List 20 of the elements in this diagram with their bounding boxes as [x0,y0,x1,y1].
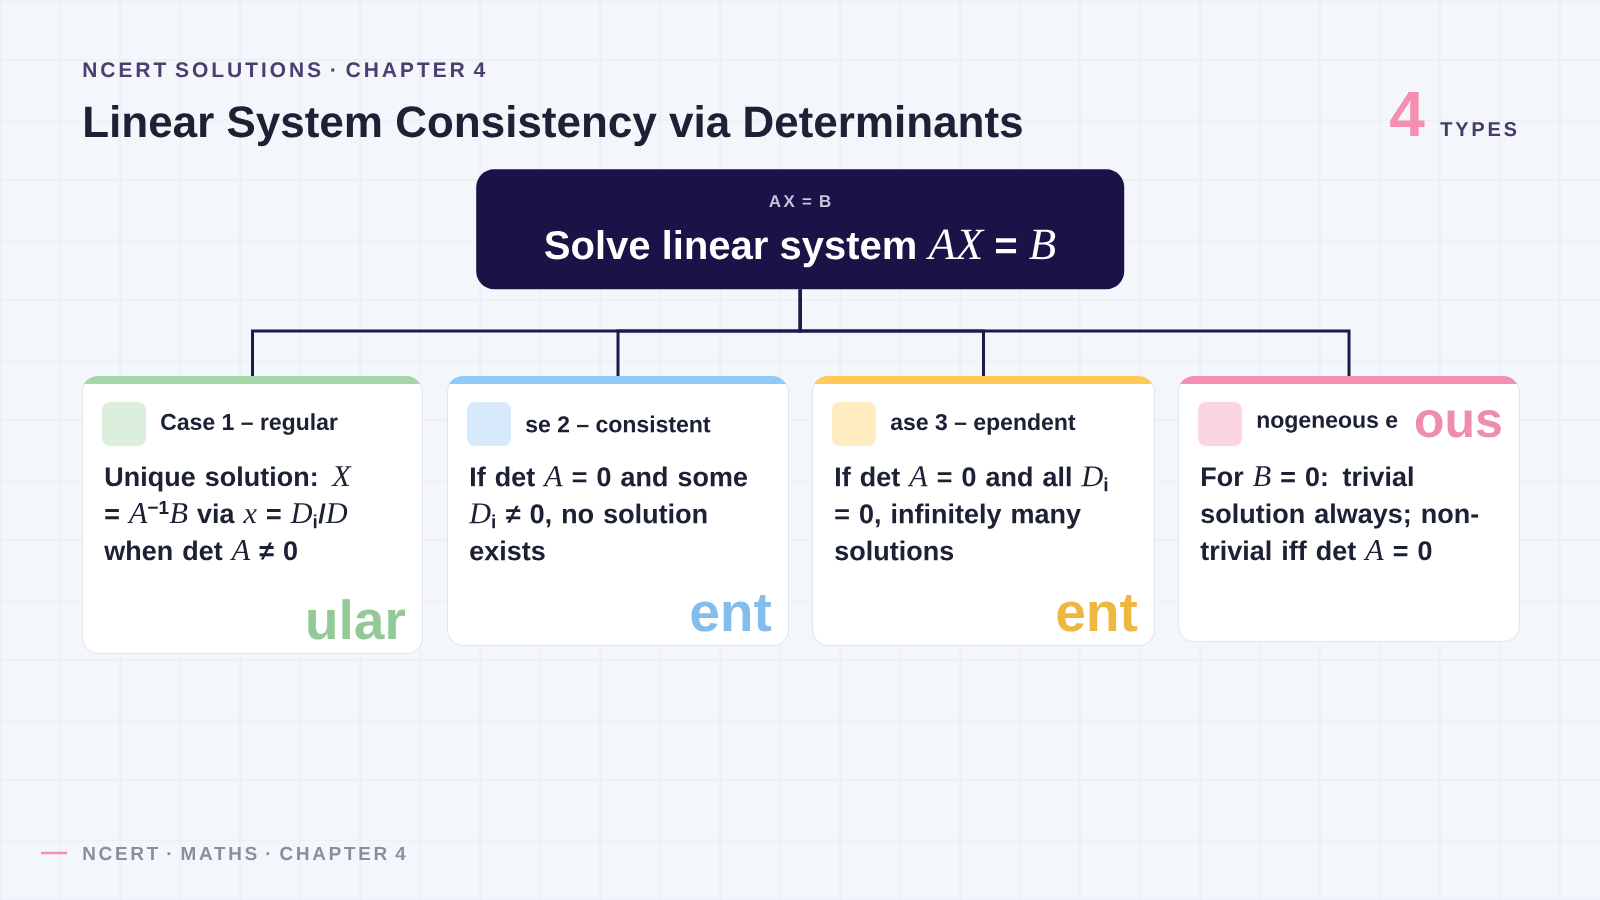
background-lettering: ent [691,595,772,632]
background-lettering: ous [1415,410,1501,438]
card-heading: se 2 – consistent [526,415,711,433]
kicker-text: NCERT SOLUTIONS · CHAPTER 4 [83,62,486,78]
background-lettering: ular [308,599,405,640]
background-lettering: ent [1057,595,1138,632]
card-heading: ase 3 – ependent [890,413,1076,435]
heading-text: Solve linear system AX = B [545,229,1056,268]
count-number: 4 [1390,91,1425,136]
card-text: Unique solution: X = A$^{−1}$B via x = D$_{i}$/D when det A ≠ 0 [104,466,352,561]
title: Linear System Consistency via Determinants [85,105,1022,147]
footer-text: NCERT · MATHS · CHAPTER 4 [83,846,406,861]
card-text: For B = 0: trivial solution always; non-trivial iff det A = 0 [1200,466,1479,561]
count-caption: TYPES [1440,122,1517,137]
kicker-text: AX = B [769,195,831,207]
card-text: If det A = 0 and some D$_{i}$ ≠ 0, no solution exists [468,466,748,561]
card-text: If det A = 0 and all D$_{i}$ = 0, infinitely many solutions [835,466,1108,561]
card-heading: nogeneous e [1257,415,1398,433]
card-heading: Case 1 – regular [161,413,338,435]
connector-line [798,289,1351,376]
